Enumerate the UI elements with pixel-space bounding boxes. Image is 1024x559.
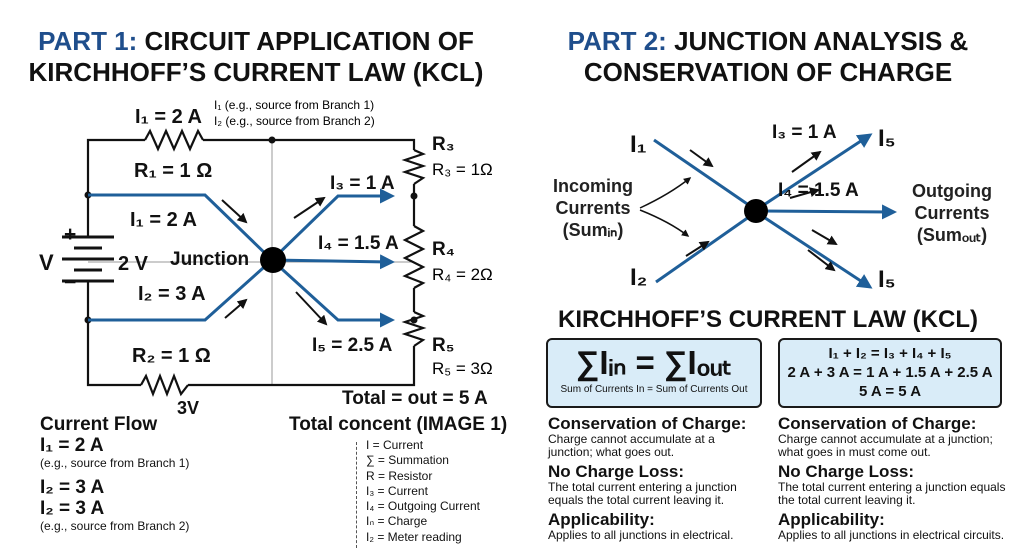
equation-line-1: I₁ + I₂ = I₃ + I₄ + I₅ bbox=[828, 345, 952, 362]
current-flow-i2b: I₂ = 3 A bbox=[40, 498, 105, 519]
outgoing-line2: Currents bbox=[914, 203, 989, 223]
circuit-diagram: I₁ = 2 A I₁ (e.g., source from Branch 1)… bbox=[39, 98, 493, 418]
junction-diagram: I₁ I₂ I₃ = 1 A I₄ = 1.5 A I₅ I₅ Incoming… bbox=[553, 122, 992, 293]
kcl-equation-box: I₁ + I₂ = I₃ + I₄ + I₅ 2 A + 3 A = 1 A +… bbox=[778, 338, 1002, 408]
part1-title-line2: KIRCHHOFF’S CURRENT LAW (KCL) bbox=[28, 57, 484, 87]
part1-title: PART 1: CIRCUIT APPLICATION OF bbox=[0, 26, 512, 57]
resistor-r4 bbox=[402, 225, 426, 289]
junction-direction-arrows bbox=[685, 149, 838, 272]
kcl-formula: ∑Iᵢₙ = ∑Iₒᵤₜ bbox=[575, 344, 733, 381]
i5-label: I₅ = 2.5 A bbox=[312, 335, 393, 356]
source-2v-label: 2 V bbox=[118, 253, 149, 275]
right-heading-no-loss: No Charge Loss: bbox=[778, 462, 915, 481]
left-explanation-column: Conservation of Charge: Charge cannot ac… bbox=[548, 414, 758, 542]
incoming-line3: (Sumᵢₙ) bbox=[563, 220, 624, 240]
right-heading-conservation: Conservation of Charge: bbox=[778, 414, 977, 433]
left-text-no-loss: The total current entering a junction eq… bbox=[548, 480, 737, 507]
i1-label: I₁ = 2 A bbox=[130, 209, 197, 231]
r1-label: R₁ = 1 Ω bbox=[134, 160, 212, 182]
legend-item: I₂ = Meter reading bbox=[366, 529, 462, 544]
junction-currents bbox=[653, 133, 897, 289]
resistor-r2 bbox=[140, 372, 189, 398]
equation-line-2: 2 A + 3 A = 1 A + 1.5 A + 2.5 A bbox=[787, 364, 993, 381]
legend-item: I₄ = Outgoing Current bbox=[366, 499, 480, 514]
left-heading-no-loss: No Charge Loss: bbox=[548, 462, 685, 481]
r5-name: R₅ bbox=[432, 335, 454, 356]
incoming-line2: Currents bbox=[555, 198, 630, 218]
current-flow-note-2: (e.g., source from Branch 2) bbox=[40, 519, 190, 533]
legend-item: I₃ = Current bbox=[366, 483, 428, 498]
legend-item: ∑ = Summation bbox=[366, 453, 449, 468]
kcl-formula-box: ∑Iᵢₙ = ∑Iₒᵤₜ Sum of Currents In = Sum of… bbox=[546, 338, 762, 408]
current-flow-heading: Current Flow bbox=[40, 414, 158, 435]
left-text-conservation: Charge cannot accumulate at a junction; … bbox=[548, 432, 715, 459]
p2-i4-label: I₄ = 1.5 A bbox=[778, 180, 859, 201]
i2-label: I₂ = 3 A bbox=[138, 283, 206, 305]
r5-value: R₅ = 3Ω bbox=[432, 359, 493, 378]
left-heading-conservation: Conservation of Charge: bbox=[548, 414, 747, 433]
right-text-conservation: Charge cannot accumulate at a junction; … bbox=[778, 432, 993, 459]
incoming-line1: Incoming bbox=[553, 176, 633, 196]
p2-i5-bottom-label: I₅ bbox=[878, 266, 896, 293]
right-text-applicability: Applies to all junctions in electrical c… bbox=[778, 528, 1005, 542]
equation-line-3: 5 A = 5 A bbox=[858, 383, 922, 400]
outgoing-line1: Outgoing bbox=[912, 181, 992, 201]
top-note-1: I₁ (e.g., source from Branch 1) bbox=[214, 98, 374, 112]
p2-i5-top-label: I₅ bbox=[878, 125, 896, 152]
kcl-formula-caption: Sum of Currents In = Sum of Currents Out bbox=[560, 384, 748, 395]
left-text-applicability: Applies to all junctions in electrical. bbox=[548, 528, 734, 542]
legend-item: R = Resistor bbox=[366, 468, 433, 483]
p2-i2-label: I₂ bbox=[630, 264, 647, 291]
p2-i3-label: I₃ = 1 A bbox=[772, 122, 837, 143]
bottom-3v-label: 3V bbox=[177, 398, 199, 418]
r2-label: R₂ = 1 Ω bbox=[132, 345, 211, 367]
direction-arrows bbox=[221, 196, 328, 326]
resistor-r1 bbox=[144, 128, 204, 152]
part2-title: PART 2: JUNCTION ANALYSIS & bbox=[512, 26, 1024, 57]
part2-title-prefix: PART 2: bbox=[567, 26, 667, 56]
part2-title-line2: CONSERVATION OF CHARGE bbox=[583, 57, 953, 87]
minus-sign: − bbox=[64, 271, 76, 294]
wire-nodes bbox=[84, 136, 418, 324]
right-heading-applicability: Applicability: bbox=[778, 510, 885, 529]
current-paths bbox=[88, 188, 395, 328]
legend-item: Iₙ = Charge bbox=[366, 514, 428, 529]
r4-value: R₄ = 2Ω bbox=[432, 265, 493, 284]
part1-title-prefix: PART 1: bbox=[38, 26, 138, 56]
source-v-label: V bbox=[39, 250, 54, 275]
resistor-r5 bbox=[401, 310, 427, 347]
outgoing-line3: (Sumₒᵤₜ) bbox=[917, 225, 987, 245]
part1-title-rest: CIRCUIT APPLICATION OF bbox=[144, 26, 474, 56]
incoming-bracket-arrows bbox=[639, 177, 692, 237]
current-flow-i1: I₁ = 2 A bbox=[40, 435, 104, 456]
i3-label: I₃ = 1 A bbox=[330, 173, 395, 194]
junction-node bbox=[260, 247, 286, 273]
total-label: Total = out = 5 A bbox=[342, 388, 488, 409]
resistor-r3 bbox=[401, 148, 427, 185]
right-explanation-column: Conservation of Charge: Charge cannot ac… bbox=[778, 414, 1014, 542]
i4-label: I₄ = 1.5 A bbox=[318, 233, 399, 254]
part2-title-rest: JUNCTION ANALYSIS & bbox=[674, 26, 969, 56]
junction-node-2 bbox=[744, 199, 768, 223]
legend-item: I = Current bbox=[366, 438, 424, 452]
current-flow-note-1: (e.g., source from Branch 1) bbox=[40, 456, 190, 470]
right-text-no-loss: The total current entering a junction eq… bbox=[778, 480, 1006, 507]
kcl-heading: KIRCHHOFF’S CURRENT LAW (KCL) bbox=[558, 306, 978, 333]
r3-name: R₃ bbox=[432, 134, 455, 155]
r3-value: R₃ = 1Ω bbox=[432, 160, 493, 179]
battery-icon bbox=[62, 228, 114, 292]
p2-i1-label: I₁ bbox=[630, 131, 647, 158]
legend-divider bbox=[356, 442, 357, 548]
left-heading-applicability: Applicability: bbox=[548, 510, 655, 529]
total-concent-label: Total concent (IMAGE 1) bbox=[289, 414, 508, 435]
junction-label: Junction bbox=[170, 249, 249, 270]
symbol-legend: I = Current ∑ = Summation R = Resistor I… bbox=[366, 438, 480, 545]
r4-name: R₄ bbox=[432, 239, 455, 260]
current-flow-i2a: I₂ = 3 A bbox=[40, 477, 105, 498]
top-current-label: I₁ = 2 A bbox=[135, 106, 202, 128]
top-note-2: I₂ (e.g., source from Branch 2) bbox=[214, 114, 375, 128]
plus-sign: + bbox=[64, 223, 76, 246]
current-flow-block: Current Flow I₁ = 2 A (e.g., source from… bbox=[40, 414, 189, 534]
